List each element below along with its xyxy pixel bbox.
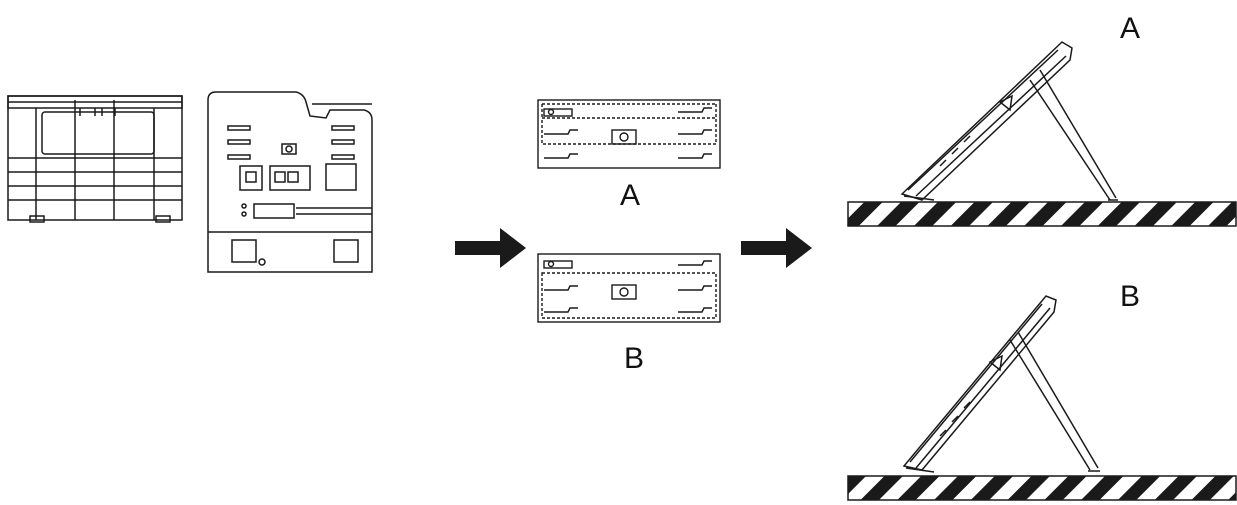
phone-side-icon	[900, 41, 1118, 201]
stand-icon	[7, 95, 183, 223]
label-b: B	[624, 342, 644, 375]
right-arrow-icon	[455, 228, 526, 268]
result-label-b: B	[1120, 280, 1140, 313]
phone-side-icon	[902, 295, 1100, 473]
slot-diagram-a-icon	[537, 99, 721, 169]
result-label-a: A	[1120, 12, 1140, 45]
right-arrow-icon	[741, 228, 812, 268]
desk-surface-icon	[847, 201, 1237, 227]
slot-diagram-b-icon	[537, 253, 721, 323]
phone-back-icon	[207, 91, 373, 273]
desk-surface-icon	[847, 475, 1237, 501]
label-a: A	[620, 179, 640, 212]
